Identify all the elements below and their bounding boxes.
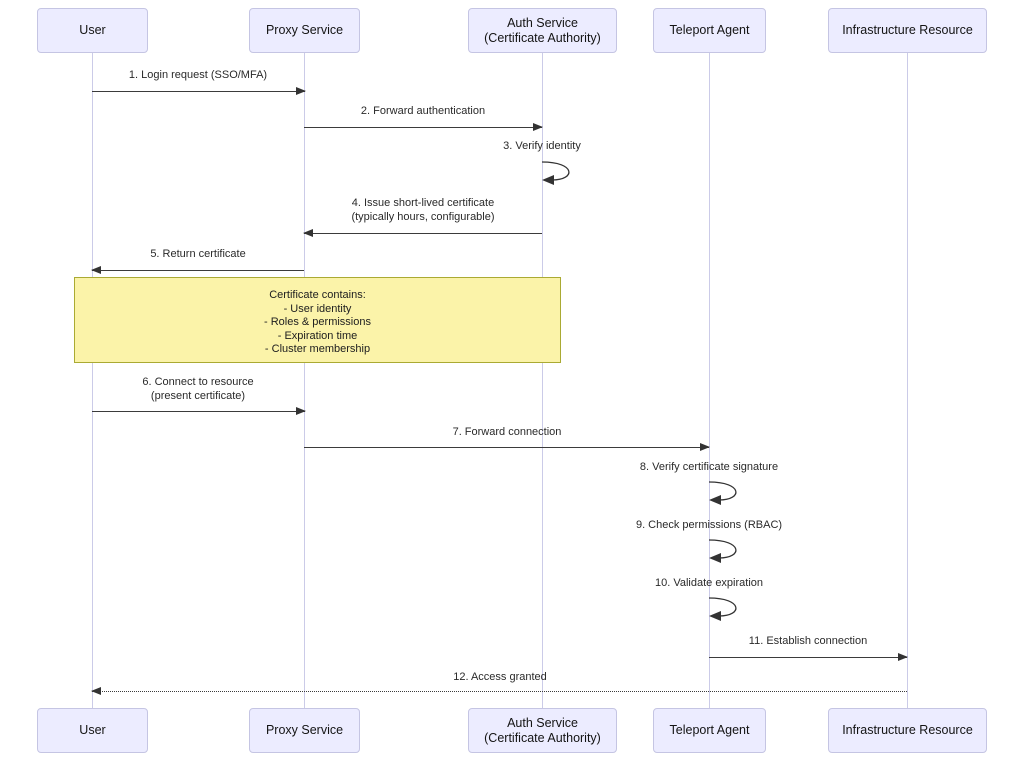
message-11-label: 11. Establish connection: [748, 635, 868, 647]
message-6-label: 6. Connect to resource (present certific…: [142, 376, 254, 402]
arrowhead-right-icon: [533, 122, 543, 131]
message-1-label: 1. Login request (SSO/MFA): [128, 69, 268, 81]
actor-proxy-service-top: Proxy Service: [249, 8, 360, 53]
actor-infrastructure-resource-bottom: Infrastructure Resource: [828, 708, 987, 753]
arrowhead-right-icon: [296, 406, 306, 415]
message-12-label: 12. Access granted: [453, 671, 547, 683]
message-1-arrow: [92, 86, 306, 95]
message-7-label: 7. Forward connection: [452, 426, 562, 438]
message-6-arrow: [92, 406, 306, 415]
arrowhead-right-icon: [898, 652, 908, 661]
lifeline-infrastructure-resource: [907, 53, 908, 708]
message-4-label: 4. Issue short-lived certificate (typica…: [351, 197, 495, 223]
message-9-label: 9. Check permissions (RBAC): [635, 519, 783, 531]
self-loop-arrow-icon: [541, 161, 570, 185]
arrowhead-right-icon: [296, 86, 306, 95]
actor-auth-service-bottom: Auth Service (Certificate Authority): [468, 708, 617, 753]
message-5-label: 5. Return certificate: [150, 248, 246, 260]
message-11-arrow: [709, 652, 908, 661]
self-loop-arrow-icon: [708, 481, 737, 505]
actor-proxy-service-bottom: Proxy Service: [249, 708, 360, 753]
message-2-arrow: [304, 122, 543, 131]
actor-user-bottom: User: [37, 708, 148, 753]
message-4-arrow: [303, 228, 542, 237]
message-5-arrow: [91, 265, 304, 274]
actor-teleport-agent-top: Teleport Agent: [653, 8, 766, 53]
message-2-label: 2. Forward authentication: [360, 105, 486, 117]
message-7-arrow: [304, 442, 710, 451]
actor-infrastructure-resource-top: Infrastructure Resource: [828, 8, 987, 53]
self-loop-arrow-icon: [708, 539, 737, 563]
message-10-label: 10. Validate expiration: [654, 577, 764, 589]
message-3-label: 3. Verify identity: [503, 140, 581, 152]
arrowhead-left-icon: [303, 228, 313, 237]
arrowhead-right-icon: [700, 442, 710, 451]
actor-user-top: User: [37, 8, 148, 53]
message-12-arrow: [91, 686, 907, 695]
lifeline-proxy-service: [304, 53, 305, 708]
lifeline-auth-service: [542, 53, 543, 708]
arrowhead-left-icon: [91, 686, 101, 695]
arrowhead-left-icon: [91, 265, 101, 274]
actor-teleport-agent-bottom: Teleport Agent: [653, 708, 766, 753]
note-certificate-contains: Certificate contains: - User identity - …: [74, 277, 561, 363]
actor-auth-service-top: Auth Service (Certificate Authority): [468, 8, 617, 53]
self-loop-arrow-icon: [708, 597, 737, 621]
lifeline-teleport-agent: [709, 53, 710, 708]
lifeline-user: [92, 53, 93, 708]
message-8-label: 8. Verify certificate signature: [639, 461, 779, 473]
